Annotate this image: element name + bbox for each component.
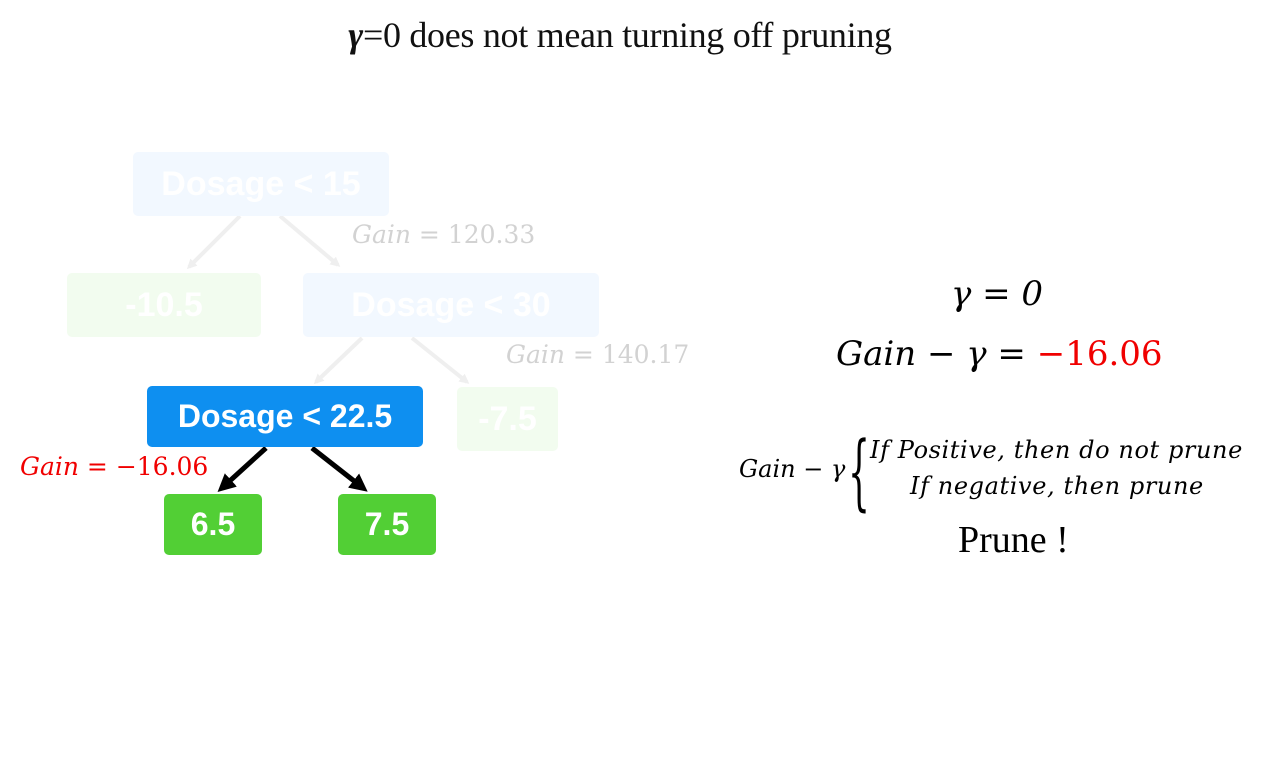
tree-edges [186,214,470,493]
edge-focus-leaf-b [310,446,368,492]
rule-brace: { [848,425,870,520]
gain-minus-gamma-equation: Gain − γ = −16.06 [836,334,1163,374]
gain-minus-gamma-lhs: Gain [836,334,917,374]
gain-root: Gain = 120.33 [352,220,535,249]
gain-focus: Gain = −16.06 [20,452,208,481]
node-dosage-30: Dosage < 30 [303,273,599,337]
gain-root-rhs: = 120.33 [410,220,536,249]
leaf-7-5: 7.5 [338,494,436,555]
leaf-minus-7-5: -7.5 [457,387,558,451]
node-dosage-22-5: Dosage < 22.5 [147,386,423,447]
edge-root-mid [278,214,341,267]
gain-mid-lhs: Gain [506,340,565,369]
gain-focus-rhs: = −16.06 [78,452,209,481]
gamma-equation: γ = 0 [897,274,1097,314]
leaf-7-5-label: 7.5 [364,506,410,542]
page-title: γ=0 does not mean turning off pruning [0,14,1240,56]
gain-focus-lhs: Gain [20,452,79,481]
rule-negative: If negative, then prune [910,472,1204,500]
prune-verdict: Prune ! [958,519,1069,561]
gain-minus-gamma-value: −16.06 [1036,334,1163,374]
gain-root-lhs: Gain [352,220,411,249]
rule-lead: Gain − γ [739,455,846,483]
gain-mid: Gain = 140.17 [506,340,689,369]
leaf-minus-7-5-label: -7.5 [478,399,537,438]
rule-positive: If Positive, then do not prune [870,436,1243,464]
node-dosage-22-5-label: Dosage < 22.5 [177,398,393,434]
leaf-minus-10-5-label: -10.5 [125,285,203,324]
edge-root-left [186,214,242,270]
leaf-minus-10-5: -10.5 [67,273,261,337]
gain-minus-gamma-mid: − γ = [916,334,1037,374]
node-dosage-15-label: Dosage < 15 [161,164,361,203]
gamma-equation-text: γ = 0 [950,274,1044,314]
edge-mid-right [410,336,470,384]
edge-mid-focus [313,336,364,385]
edge-focus-leaf-a [217,446,268,493]
leaf-6-5: 6.5 [164,494,262,555]
leaf-6-5-label: 6.5 [190,506,236,542]
node-dosage-30-label: Dosage < 30 [351,285,551,324]
gain-mid-rhs: = 140.17 [564,340,690,369]
title-gamma: γ [348,15,363,55]
title-text: =0 does not mean turning off pruning [362,15,892,55]
node-dosage-15: Dosage < 15 [133,152,389,216]
